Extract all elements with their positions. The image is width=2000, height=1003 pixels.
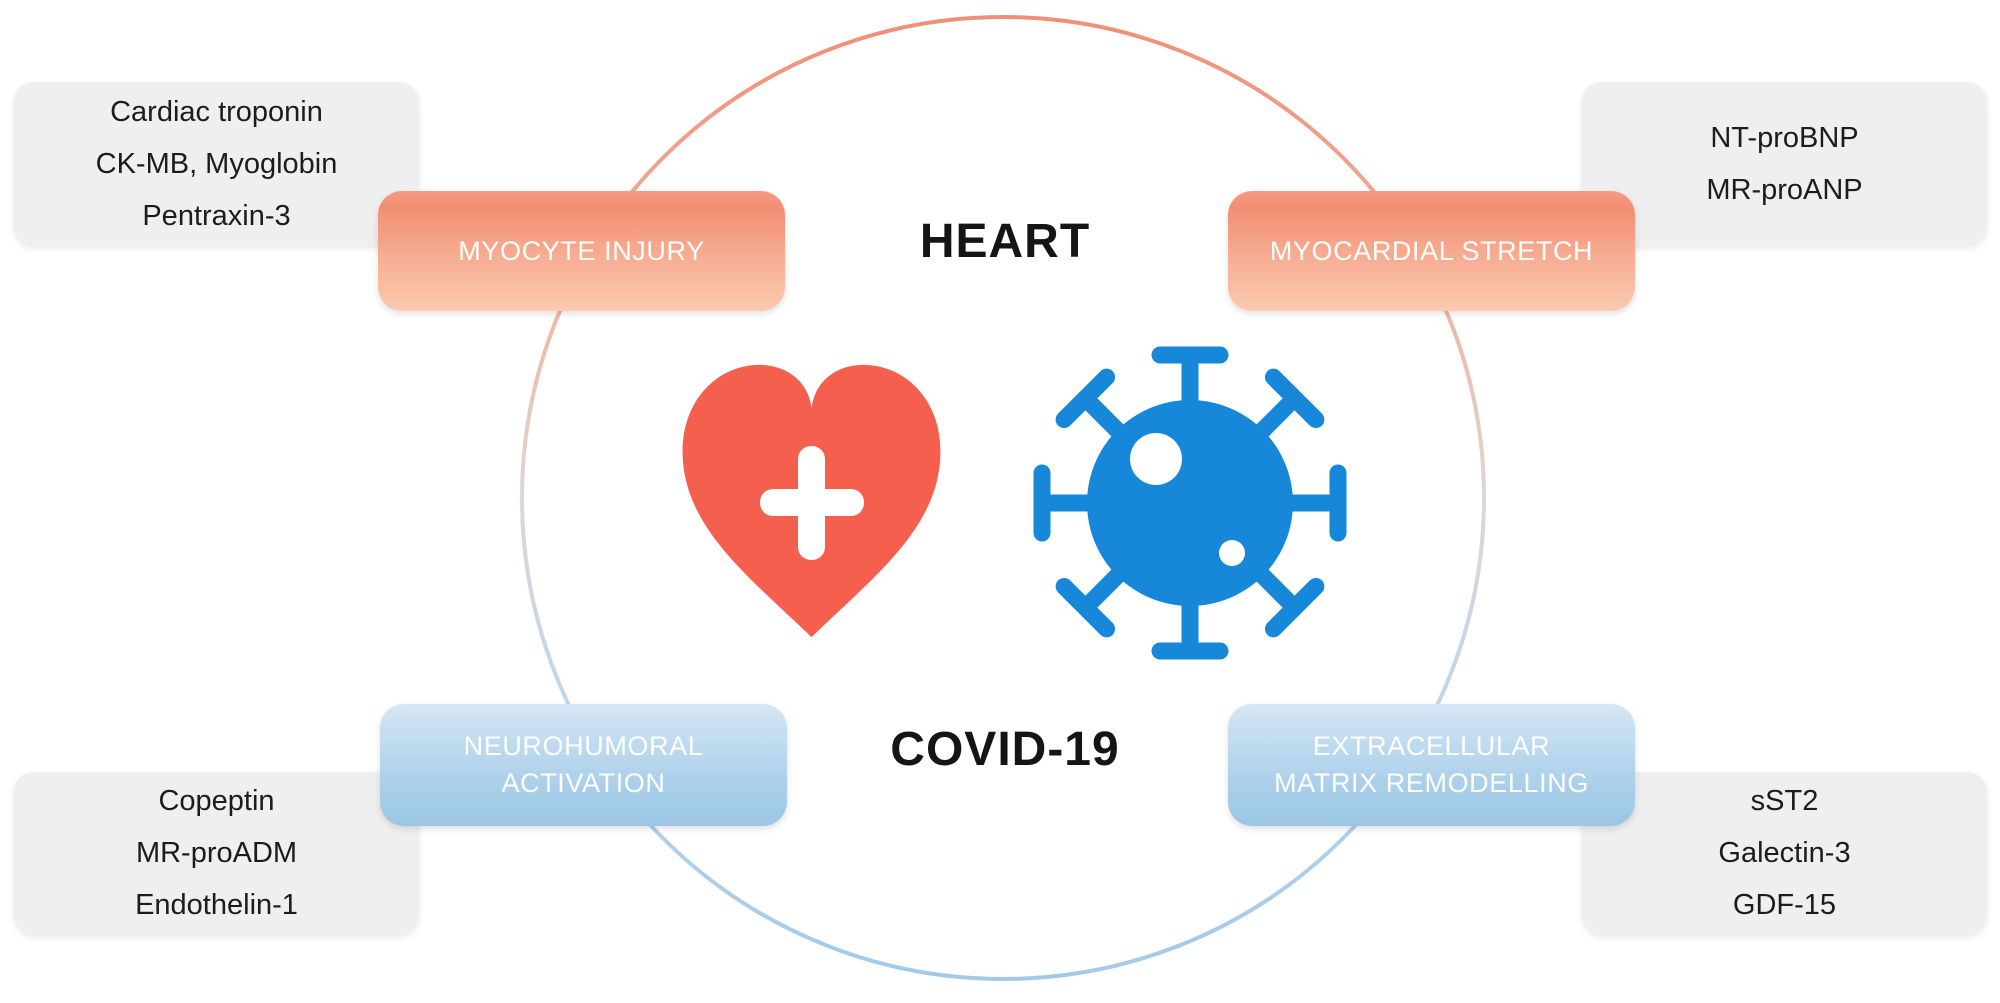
biomarker-item: sST2 xyxy=(1750,785,1819,817)
myocardial-stretch-category-box: MYOCARDIAL STRETCH xyxy=(1228,191,1635,311)
category-label: EXTRACELLULAR xyxy=(1312,731,1551,761)
neurohumoral-activation-category-box: NEUROHUMORAL ACTIVATION xyxy=(380,704,787,826)
biomarker-item: Pentraxin-3 xyxy=(142,199,291,232)
category-label: MYOCYTE INJURY xyxy=(458,235,705,266)
myocyte-injury-category-box: MYOCYTE INJURY xyxy=(378,191,785,311)
biomarker-item: Endothelin-1 xyxy=(135,889,298,921)
covid-title: COVID-19 xyxy=(890,723,1120,776)
category-label: MATRIX REMODELLING xyxy=(1274,768,1589,798)
category-label: NEUROHUMORAL xyxy=(463,731,704,761)
biomarker-item: Galectin-3 xyxy=(1718,837,1851,869)
biomarker-item: Cardiac troponin xyxy=(110,95,323,128)
myocyte-injury-biomarker-box: Cardiac troponin CK-MB, Myoglobin Pentra… xyxy=(14,82,419,245)
biomarker-item: MR-proANP xyxy=(1706,173,1863,206)
matrix-remodelling-biomarker-box: sST2 Galectin-3 GDF-15 xyxy=(1582,772,1987,934)
gradient-ring xyxy=(520,15,1486,981)
myocardial-stretch-biomarker-box: NT-proBNP MR-proANP xyxy=(1582,82,1987,245)
matrix-remodelling-category-box: EXTRACELLULAR MATRIX REMODELLING xyxy=(1228,704,1635,826)
category-label: MYOCARDIAL STRETCH xyxy=(1269,235,1594,266)
biomarker-item: MR-proADM xyxy=(135,837,298,869)
biomarker-item: GDF-15 xyxy=(1732,889,1837,921)
biomarker-item: CK-MB, Myoglobin xyxy=(95,147,338,180)
category-label: ACTIVATION xyxy=(501,768,666,798)
neurohumoral-activation-biomarker-box: Copeptin MR-proADM Endothelin-1 xyxy=(14,772,419,934)
biomarker-item: NT-proBNP xyxy=(1710,121,1859,154)
biomarker-item: Copeptin xyxy=(158,785,275,817)
heart-title: HEART xyxy=(919,215,1091,268)
